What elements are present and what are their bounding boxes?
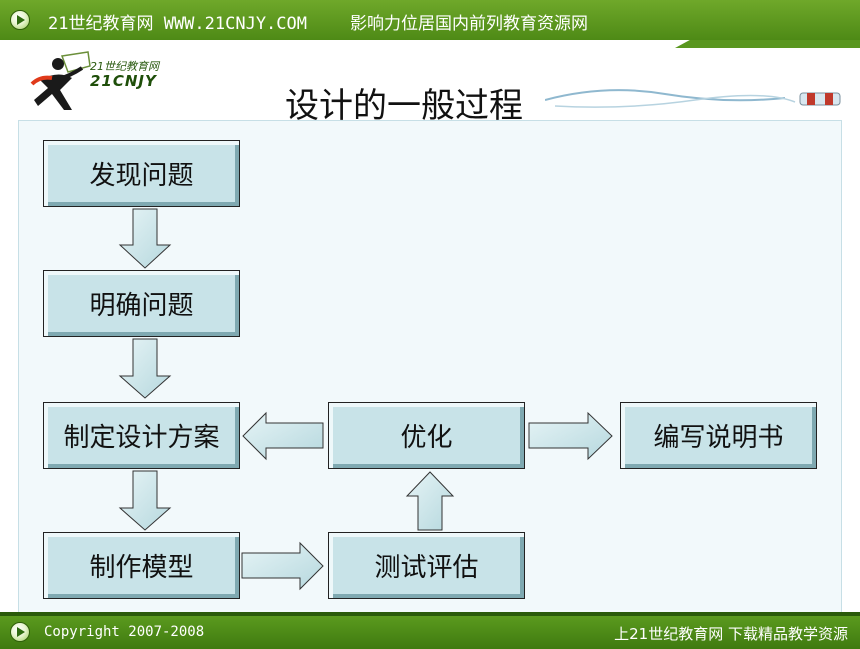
header-strip [0,40,860,48]
box-optimize: 优化 [328,402,525,469]
arrow-down-3 [118,470,172,531]
runner-logo-icon [30,51,91,110]
logo-text-bottom: 21CNJY [90,72,157,90]
box-design-plan: 制定设计方案 [43,402,240,469]
footer-bar: Copyright 2007-2008 上21世纪教育网 下载精品教学资源 [0,612,860,649]
box-make-model: 制作模型 [43,532,240,599]
play-icon[interactable] [10,10,30,30]
arrow-right-optimize-manual [528,411,613,461]
decorative-swirl [545,89,841,108]
box-write-manual: 编写说明书 [620,402,817,469]
slide-title: 设计的一般过程 [285,86,523,126]
arrow-right-model-test [241,541,324,591]
copyright-text: Copyright 2007-2008 [44,624,205,640]
site-logo: 21世纪教育网 21CNJY [30,50,190,118]
site-slogan: 影响力位居国内前列教育资源网 [350,14,588,34]
play-icon-footer[interactable] [10,622,30,642]
top-banner: 21世纪教育网 WWW.21CNJY.COM 影响力位居国内前列教育资源网 [0,0,860,40]
arrow-left-optimize-plan [242,411,324,461]
arrow-down-2 [118,338,172,399]
box-clarify-problem: 明确问题 [43,270,240,337]
footer-slogan: 上21世纪教育网 下载精品教学资源 [614,625,848,643]
box-test-evaluate: 测试评估 [328,532,525,599]
arrow-down-1 [118,208,172,269]
box-discover-problem: 发现问题 [43,140,240,207]
arrow-up-test-optimize [405,471,455,531]
logo-text-top: 21世纪教育网 [90,60,159,73]
site-url-text: 21世纪教育网 WWW.21CNJY.COM [48,14,307,34]
